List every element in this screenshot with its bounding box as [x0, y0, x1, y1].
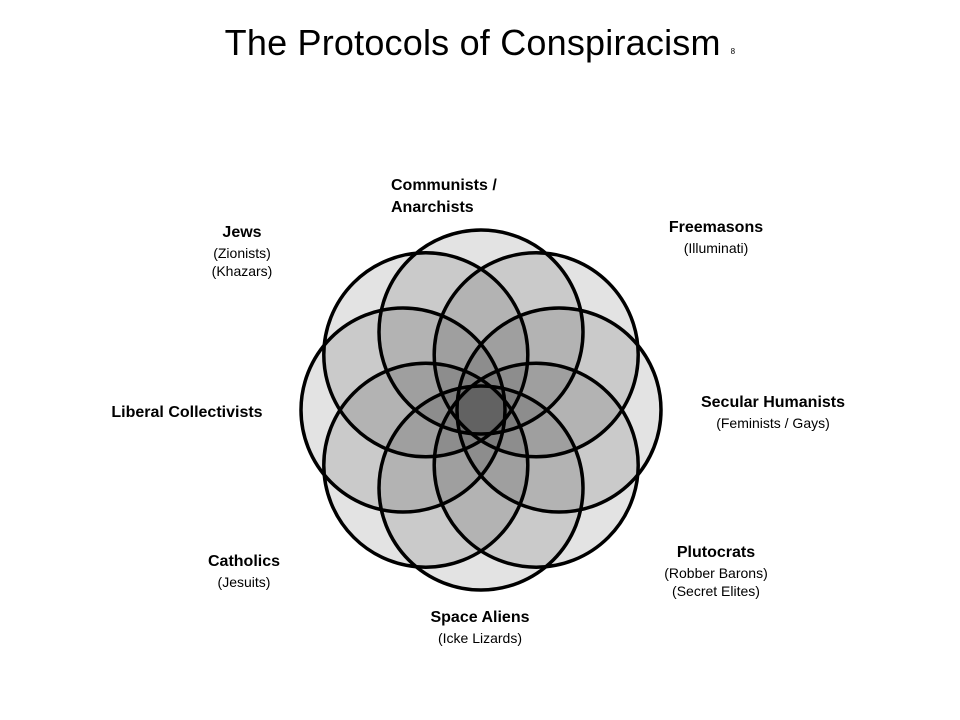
circle-plutocrats-fill	[434, 363, 639, 568]
circle-liberal-collectivists	[299, 306, 507, 514]
label-jews-name: Jews	[222, 224, 262, 241]
label-plutocrats: Plutocrats (Robber Barons) (Secret Elite…	[636, 542, 796, 601]
label-plutocrats-sub-2: (Secret Elites)	[672, 583, 760, 600]
label-liberal-collectivists: Liberal Collectivists	[92, 402, 282, 424]
circle-catholics-fill	[323, 363, 528, 568]
circle-jews-fill	[323, 252, 528, 457]
circle-communists	[377, 228, 585, 436]
label-secular-humanists-name: Secular Humanists	[700, 394, 846, 411]
label-freemasons-sub-1: (Illuminati)	[683, 239, 749, 256]
footnote-marker: 8	[730, 47, 736, 56]
label-catholics: Catholics (Jesuits)	[174, 551, 314, 591]
label-secular-humanists-sub-1: (Feminists / Gays)	[716, 414, 830, 431]
label-liberal-collectivists-name: Liberal Collectivists	[111, 404, 263, 421]
label-communists: Communists / Anarchists	[391, 175, 497, 218]
label-space-aliens-sub-1: (Icke Lizards)	[437, 629, 523, 646]
circle-freemasons-fill	[434, 252, 639, 457]
circle-jews	[322, 251, 530, 459]
circle-plutocrats	[432, 361, 640, 569]
circle-communists-fill	[379, 230, 583, 434]
label-freemasons: Freemasons (Illuminati)	[646, 217, 786, 257]
title-text: The Protocols of Conspiracism	[224, 22, 721, 63]
label-catholics-sub-1: (Jesuits)	[217, 573, 271, 590]
label-communists-name: Communists /	[391, 177, 497, 194]
label-plutocrats-name: Plutocrats	[676, 544, 756, 561]
label-plutocrats-sub-1: (Robber Barons)	[664, 564, 768, 581]
label-jews-sub-2: (Khazars)	[211, 263, 273, 280]
circle-space-aliens-fill	[379, 386, 583, 590]
circle-secular-humanists-fill	[457, 308, 661, 512]
label-catholics-name: Catholics	[207, 553, 280, 570]
circle-freemasons	[432, 251, 640, 459]
label-secular-humanists: Secular Humanists (Feminists / Gays)	[673, 392, 873, 432]
page-title: The Protocols of Conspiracism 8	[0, 22, 960, 64]
label-space-aliens: Space Aliens (Icke Lizards)	[400, 607, 560, 647]
circle-space-aliens	[377, 384, 585, 592]
label-communists-name2: Anarchists	[391, 198, 474, 216]
label-space-aliens-name: Space Aliens	[430, 609, 530, 626]
circle-catholics	[322, 361, 530, 569]
circle-liberal-collectivists-fill	[301, 308, 505, 512]
circle-secular-humanists	[455, 306, 663, 514]
label-freemasons-name: Freemasons	[668, 219, 764, 236]
label-jews-sub-1: (Zionists)	[213, 244, 271, 261]
label-jews: Jews (Zionists) (Khazars)	[187, 222, 297, 281]
